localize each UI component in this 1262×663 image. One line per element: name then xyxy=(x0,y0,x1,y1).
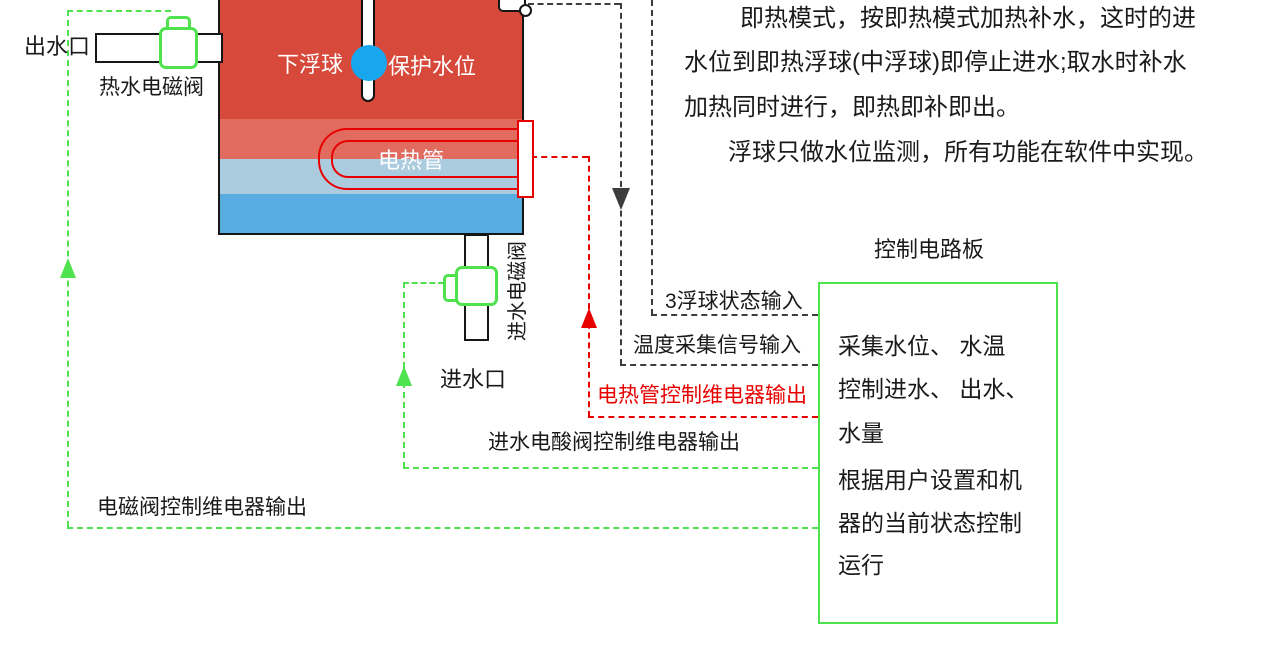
tank-cold-water-band xyxy=(220,194,522,233)
hot-water-valve-label: 热水电磁阀 xyxy=(99,76,204,99)
heater-output-arrow-up-icon xyxy=(581,308,597,328)
heater-tube-outer xyxy=(318,128,521,190)
board-line-2: 控制进水、 出水、 xyxy=(838,376,1029,402)
heater-tube-label: 电热管 xyxy=(378,148,445,173)
heater-tube-inner xyxy=(331,140,521,178)
board-line-3: 水量 xyxy=(838,420,884,446)
tank-top-fitting-ring-icon xyxy=(519,4,532,17)
protection-level-label: 保护水位 xyxy=(388,54,477,79)
outlet-port-label: 出水口 xyxy=(24,34,91,59)
note-line-3: 加热同时进行，即热即补即出。 xyxy=(684,94,1020,121)
note-line-2: 水位到即热浮球(中浮球)即停止进水;取水时补水 xyxy=(684,49,1187,76)
board-line-6: 运行 xyxy=(838,552,884,578)
inlet-valve-output-label: 进水电酸阀控制维电器输出 xyxy=(488,431,740,454)
valve-output-line-bottom xyxy=(67,527,818,529)
board-line-4: 根据用户设置和机 xyxy=(838,467,1022,493)
lower-float-label: 下浮球 xyxy=(277,52,344,77)
board-title: 控制电路板 xyxy=(874,237,985,262)
note-line-4: 浮球只做水位监测，所有功能在软件中实现。 xyxy=(728,139,1208,166)
heater-output-line-bottom xyxy=(588,416,818,418)
float-input-label: 3浮球状态输入 xyxy=(665,290,803,313)
heater-tube-flange xyxy=(517,120,534,198)
inlet-port-label: 进水口 xyxy=(440,367,507,392)
heater-output-line-vertical xyxy=(588,156,590,417)
hot-water-valve-icon xyxy=(159,27,198,69)
float-input-line-vertical xyxy=(651,0,653,315)
inlet-valve-icon xyxy=(455,266,498,306)
valve-output-label: 电磁阀控制维电器输出 xyxy=(97,496,307,519)
board-line-1: 采集水位、 水温 xyxy=(838,333,1006,359)
inlet-valve-output-line-top xyxy=(403,282,444,284)
temp-input-label: 温度采集信号输入 xyxy=(633,334,801,357)
valve-output-line-top xyxy=(67,10,171,12)
temp-input-line-bottom xyxy=(620,364,818,366)
heater-output-label: 电热管控制维电器输出 xyxy=(597,384,807,407)
float-ball-icon xyxy=(351,45,387,81)
tank-warm-water-band xyxy=(220,119,522,159)
inlet-valve-label: 进水电磁阀 xyxy=(507,241,529,341)
float-input-line-bottom xyxy=(651,314,818,316)
board-line-5: 器的当前状态控制 xyxy=(838,510,1022,536)
valve-output-arrow-up-icon xyxy=(60,258,76,278)
temp-input-arrow-down-icon xyxy=(612,188,630,210)
control-board-box xyxy=(818,282,1058,624)
inlet-valve-output-arrow-up-icon xyxy=(396,366,412,386)
inlet-valve-output-line-bottom xyxy=(403,467,818,469)
heater-output-line-top xyxy=(531,156,588,158)
temp-input-line-top xyxy=(528,3,620,5)
temp-input-line-vertical xyxy=(620,3,622,365)
note-line-1: 即热模式，按即热模式加热补水，这时的进 xyxy=(740,5,1196,32)
